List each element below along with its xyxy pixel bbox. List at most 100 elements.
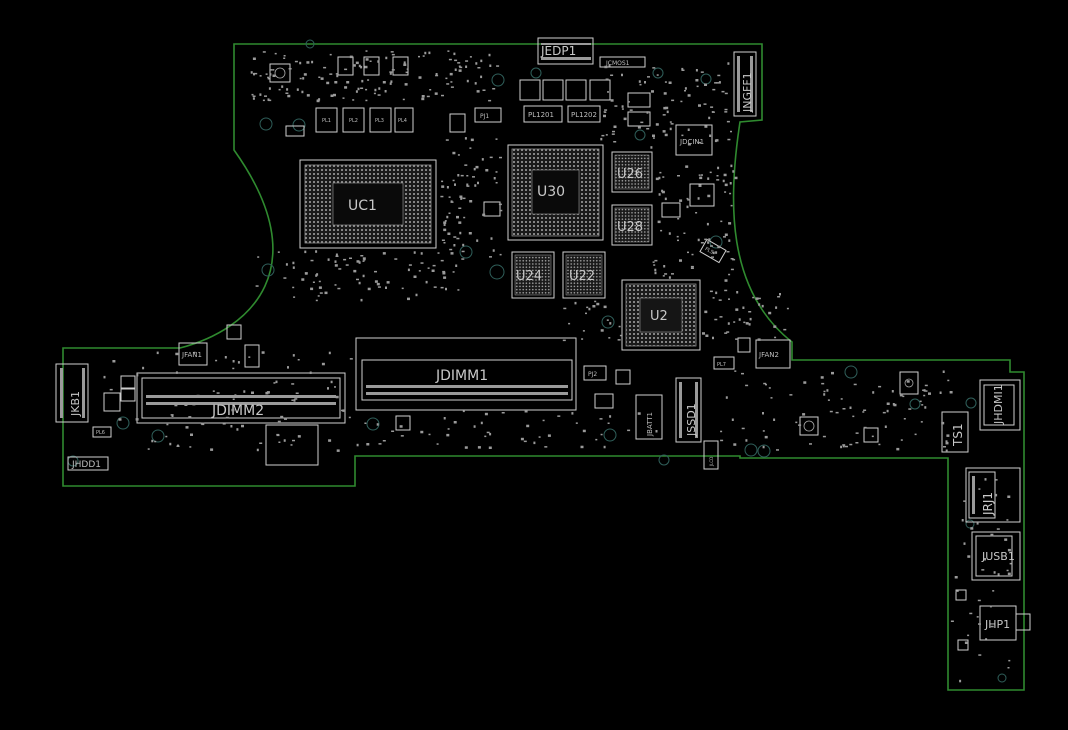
connector-jrj1: JRJ1 xyxy=(965,467,1021,523)
smd-pad xyxy=(448,58,452,61)
smd-pad xyxy=(413,251,416,254)
smd-pad xyxy=(621,105,624,108)
smd-pad xyxy=(196,402,199,405)
smd-pad xyxy=(1006,569,1009,572)
smd-pad xyxy=(658,176,661,180)
smd-pad xyxy=(680,100,683,103)
smd-pad xyxy=(488,99,492,102)
smd-pad xyxy=(849,406,852,409)
smd-pad xyxy=(601,134,605,137)
smd-pad xyxy=(770,397,773,399)
smd-pad xyxy=(677,239,679,242)
smd-pad xyxy=(459,195,463,198)
label-jrj1: JRJ1 xyxy=(981,492,995,516)
smd-pad xyxy=(724,233,728,236)
smd-pad xyxy=(652,134,655,137)
smd-pad xyxy=(232,398,235,400)
smd-pad xyxy=(251,391,254,394)
label-pl3: PL3 xyxy=(375,118,384,124)
smd-pad xyxy=(477,181,479,185)
smd-pad xyxy=(459,231,462,235)
smd-pad xyxy=(823,390,826,393)
smd-pad xyxy=(489,432,492,436)
smd-pad xyxy=(441,185,445,188)
smd-pad xyxy=(664,273,668,275)
smd-pad xyxy=(292,354,295,357)
smd-pad xyxy=(610,99,614,102)
connector-jhp1: JHP1 xyxy=(955,589,1031,651)
smd-pad xyxy=(878,443,881,446)
smd-pad xyxy=(374,270,377,273)
smd-pad xyxy=(724,183,728,187)
smd-pad xyxy=(735,308,739,311)
smd-pad xyxy=(344,68,348,71)
smd-pad xyxy=(724,111,728,113)
smd-pad xyxy=(445,77,448,80)
smd-pad xyxy=(963,500,967,502)
smd-pad xyxy=(334,81,338,84)
smd-pad xyxy=(435,73,438,76)
smd-pad xyxy=(711,111,715,113)
smd-pad xyxy=(681,69,685,71)
smd-pad xyxy=(732,258,736,261)
smd-pad xyxy=(707,241,710,244)
smd-pad xyxy=(294,60,298,63)
label-jhdd1: JHDD1 xyxy=(71,460,101,470)
smd-pad xyxy=(440,259,444,262)
smd-pad xyxy=(457,62,461,64)
smd-pad xyxy=(741,427,745,430)
smd-pad xyxy=(475,62,478,65)
smd-pad xyxy=(712,88,716,91)
smd-pad xyxy=(749,317,752,321)
smd-pad xyxy=(335,255,339,257)
smd-pad xyxy=(324,291,328,295)
smd-pad xyxy=(690,265,694,268)
smd-pad xyxy=(697,238,700,242)
smd-pad xyxy=(330,380,333,384)
smd-pad xyxy=(390,51,394,53)
smd-pad xyxy=(424,51,427,55)
smd-pad xyxy=(733,321,736,323)
smd-pad xyxy=(685,165,689,168)
smd-pad xyxy=(269,73,272,76)
smd-pad xyxy=(996,528,1000,530)
smd-pad xyxy=(714,139,717,143)
smd-pad xyxy=(779,293,781,296)
smd-pad xyxy=(342,409,345,412)
label-jkb1: JKB1 xyxy=(69,391,82,417)
smd-pad xyxy=(297,435,301,438)
smd-pad xyxy=(326,81,330,85)
smd-pad xyxy=(443,223,446,226)
smd-pad xyxy=(727,322,730,325)
smd-pad xyxy=(698,141,701,144)
smd-pad xyxy=(391,430,395,432)
smd-pad xyxy=(252,97,255,100)
smd-pad xyxy=(725,396,728,399)
smd-pad xyxy=(306,94,310,97)
smd-pad xyxy=(729,192,732,195)
smd-pad xyxy=(702,332,705,335)
smd-pad xyxy=(872,391,875,394)
smd-pad xyxy=(452,179,455,182)
smd-pad xyxy=(488,446,492,449)
smd-pad xyxy=(724,279,728,282)
smd-pad xyxy=(405,71,408,74)
smd-pad xyxy=(454,59,458,62)
smd-pad xyxy=(369,60,372,62)
smd-pad xyxy=(600,433,603,436)
mount-holes xyxy=(67,39,1007,683)
smd-pad xyxy=(112,360,116,363)
smd-pad xyxy=(364,65,368,69)
smd-pad xyxy=(276,433,280,436)
smd-pad xyxy=(718,81,721,84)
smd-pad xyxy=(156,351,159,355)
smd-pad xyxy=(627,429,631,432)
smd-pad xyxy=(985,638,988,640)
smd-pad xyxy=(663,265,666,268)
smd-pad xyxy=(945,440,948,443)
smd-pad xyxy=(763,382,767,385)
smd-pad xyxy=(762,430,765,432)
smd-pad xyxy=(421,95,425,98)
smd-pad xyxy=(730,268,734,271)
smd-pad xyxy=(376,282,380,286)
